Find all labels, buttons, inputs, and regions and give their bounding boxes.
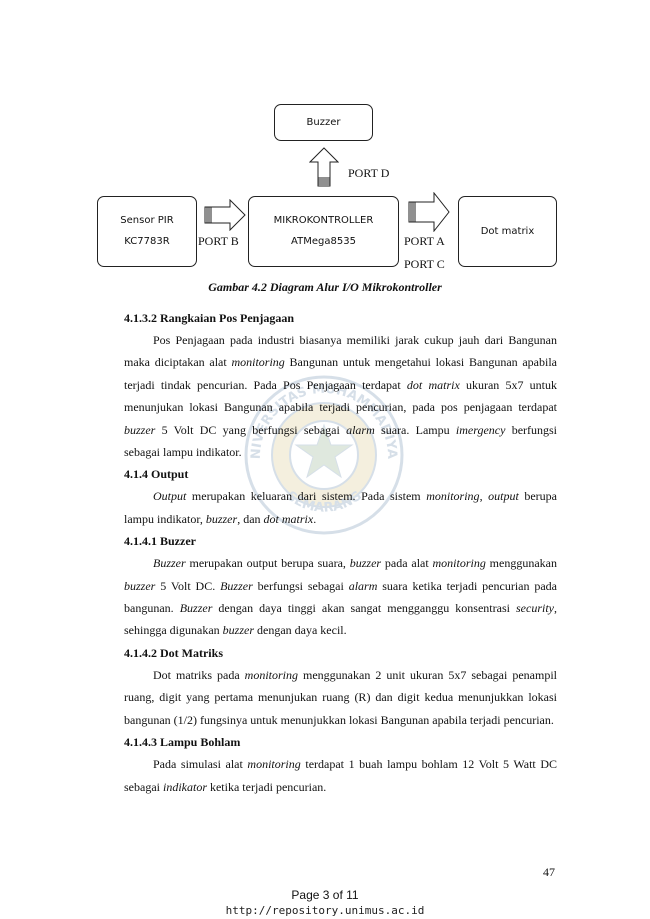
paragraph-pos-penjagaan: Pos Penjagaan pada industri biasanya mem…: [124, 333, 558, 460]
dot-matrix-label: Dot matrix: [480, 225, 535, 237]
port-b-label: PORT B: [198, 234, 239, 248]
university-seal-icon: UNIVERSITAS MUHAMMADIYAH SEMARANG: [234, 365, 404, 535]
heading-dot-matriks: 4.1.4.2 Dot Matriks: [124, 645, 223, 660]
paragraph-dot-matriks: Dot matriks pada monitoring menggunakan …: [124, 667, 557, 727]
sensor-model-label: KC7783R: [124, 236, 170, 247]
heading-output: 4.1.4 Output: [124, 467, 189, 482]
right-arrow-icon: [408, 192, 450, 232]
port-a-label: PORT A: [404, 234, 445, 248]
right-arrow-icon: [204, 199, 246, 231]
paragraph-lampu-bohlam: Pada simulasi alat monitoring terdapat 1…: [124, 757, 557, 794]
buzzer-label: Buzzer: [306, 116, 341, 128]
sensor-label: Sensor PIR: [120, 215, 174, 226]
up-arrow-icon: [309, 147, 339, 187]
port-d-label: PORT D: [348, 166, 390, 180]
buzzer-box: Buzzer: [274, 104, 373, 141]
port-c-label: PORT C: [404, 257, 445, 271]
page-number: 47: [543, 865, 555, 879]
heading-buzzer: 4.1.4.1 Buzzer: [124, 534, 196, 549]
mikro-model-label: ATMega8535: [291, 236, 356, 247]
mikro-label: MIKROKONTROLLER: [273, 215, 374, 226]
mikrokontroller-box: MIKROKONTROLLER ATMega8535: [248, 196, 399, 267]
heading-rangkaian-pos: 4.1.3.2 Rangkaian Pos Penjagaan: [124, 311, 295, 325]
repository-url[interactable]: http://repository.unimus.ac.id: [225, 904, 425, 917]
paragraph-output: Output merupakan keluaran dari sistem. P…: [124, 489, 558, 526]
heading-lampu-bohlam: 4.1.4.3 Lampu Bohlam: [124, 735, 241, 750]
body-text: 4.1.3.2 Rangkaian Pos Penjagaan Pos Penj…: [124, 307, 557, 798]
paragraph-buzzer: Buzzer merupakan output berupa suara, bu…: [124, 556, 557, 638]
page-of-indicator: Page 3 of 11: [291, 888, 359, 902]
sensor-pir-box: Sensor PIR KC7783R: [97, 196, 197, 267]
figure-caption: Gambar 4.2 Diagram Alur I/O Mikrokontrol…: [208, 280, 442, 294]
dot-matrix-box: Dot matrix: [458, 196, 557, 267]
